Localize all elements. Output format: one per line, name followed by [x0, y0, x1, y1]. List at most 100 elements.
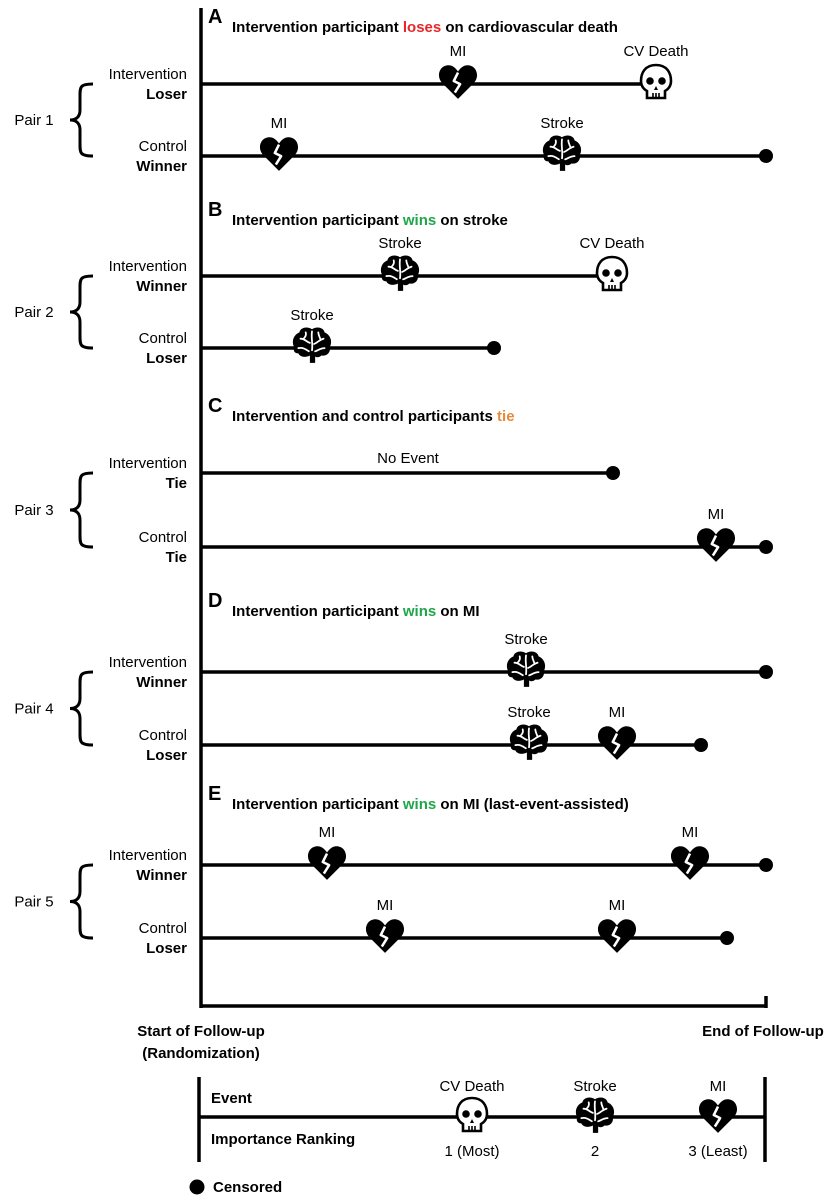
event-label: MI: [377, 897, 394, 914]
event-label: Stroke: [540, 115, 583, 132]
panel-letter: A: [208, 6, 222, 28]
pair-label: Pair 1: [14, 112, 53, 129]
censored-marker: [759, 858, 773, 872]
panel-e: E Intervention participant wins on MI (la…: [14, 783, 773, 957]
mi-event-icon: [437, 63, 479, 101]
mi-event-icon: [669, 844, 711, 882]
pair-bracket: [69, 670, 94, 747]
panel-a: A Intervention participant loses on cardi…: [14, 6, 773, 175]
pair-bracket: [69, 82, 94, 158]
panel-title-segment: wins: [402, 603, 436, 620]
panel-title-segment: wins: [402, 796, 436, 813]
panel-letter: E: [208, 783, 221, 805]
cv-death-legend-icon: [455, 1096, 489, 1133]
legend-rank-label: 3 (Least): [688, 1143, 747, 1160]
event-label: Stroke: [504, 631, 547, 648]
stroke-event-icon: [292, 326, 332, 364]
participant-label: Control: [139, 727, 187, 744]
stroke-legend-icon: [575, 1096, 615, 1134]
result-label: Tie: [166, 475, 187, 492]
pair-label: Pair 5: [14, 894, 53, 911]
pair-label: Pair 2: [14, 304, 53, 321]
participant-label: Control: [139, 920, 187, 937]
mi-event-icon: [364, 917, 406, 955]
cv-death-event-icon: [595, 255, 629, 292]
panel-letter: C: [208, 395, 222, 417]
panel-title-segment: on MI (last-event-assisted): [436, 796, 629, 813]
result-label: Loser: [146, 86, 187, 103]
event-label: MI: [609, 897, 626, 914]
censored-marker: [487, 341, 501, 355]
mi-event-icon: [695, 526, 737, 564]
mi-event-icon: [258, 135, 300, 173]
censored-marker: [759, 665, 773, 679]
panel-title-segment: on stroke: [436, 212, 508, 229]
panel-title: Intervention and control participants ti…: [232, 408, 515, 425]
result-label: Loser: [146, 747, 187, 764]
panel-title: Intervention participant wins on MI: [232, 603, 480, 620]
panel-letter: B: [208, 199, 222, 221]
mi-event-icon: [596, 917, 638, 955]
end-followup-label: End of Follow-up: [702, 1023, 824, 1040]
participant-label: Intervention: [109, 66, 187, 83]
event-label: MI: [708, 506, 725, 523]
randomization-label: (Randomization): [142, 1045, 260, 1062]
stroke-event-icon: [542, 134, 582, 172]
result-label: Loser: [146, 350, 187, 367]
panel-title: Intervention participant loses on cardio…: [232, 19, 618, 36]
panel-title-segment: Intervention participant: [232, 796, 403, 813]
stroke-event-icon: [509, 723, 549, 761]
event-label: MI: [609, 704, 626, 721]
event-label: CV Death: [623, 43, 688, 60]
panel-title-segment: Intervention and control participants: [232, 408, 497, 425]
result-label: Tie: [166, 549, 187, 566]
legend-item: MI3 (Least): [688, 1078, 747, 1160]
cv-death-event-icon: [639, 63, 673, 100]
panel-title-segment: Intervention participant: [232, 603, 403, 620]
result-label: Winner: [136, 867, 187, 884]
event-label: MI: [319, 824, 336, 841]
event-label: MI: [682, 824, 699, 841]
pair-bracket: [69, 471, 94, 549]
panel-title: Intervention participant wins on stroke: [232, 212, 508, 229]
participant-label: Intervention: [109, 455, 187, 472]
participant-label: Control: [139, 138, 187, 155]
panel-title-segment: on MI: [436, 603, 479, 620]
pair-label: Pair 4: [14, 701, 53, 718]
panel-title-segment: Intervention participant: [232, 19, 403, 36]
result-label: Winner: [136, 278, 187, 295]
participant-label: Intervention: [109, 258, 187, 275]
pair-bracket: [69, 863, 94, 940]
pair-panels: A Intervention participant loses on cardi…: [14, 6, 773, 957]
panel-title-segment: on cardiovascular death: [441, 19, 618, 36]
legend-event-label: CV Death: [439, 1078, 504, 1095]
legend-event-label: Stroke: [573, 1078, 616, 1095]
stroke-event-icon: [380, 254, 420, 292]
panel-title-segment: loses: [403, 19, 441, 36]
panel-title-segment: wins: [402, 212, 436, 229]
panel-b: B Intervention participant wins on stroke…: [14, 199, 644, 367]
event-label: MI: [271, 115, 288, 132]
no-event-label: No Event: [377, 450, 440, 467]
pair-label: Pair 3: [14, 502, 53, 519]
censored-marker: [720, 931, 734, 945]
event-label: Stroke: [290, 307, 333, 324]
participant-label: Intervention: [109, 847, 187, 864]
event-label: Stroke: [378, 235, 421, 252]
event-label: CV Death: [579, 235, 644, 252]
censored-legend-label: Censored: [213, 1179, 282, 1196]
mi-event-icon: [306, 844, 348, 882]
event-label: MI: [450, 43, 467, 60]
censored-marker: [694, 738, 708, 752]
mi-event-icon: [596, 724, 638, 762]
